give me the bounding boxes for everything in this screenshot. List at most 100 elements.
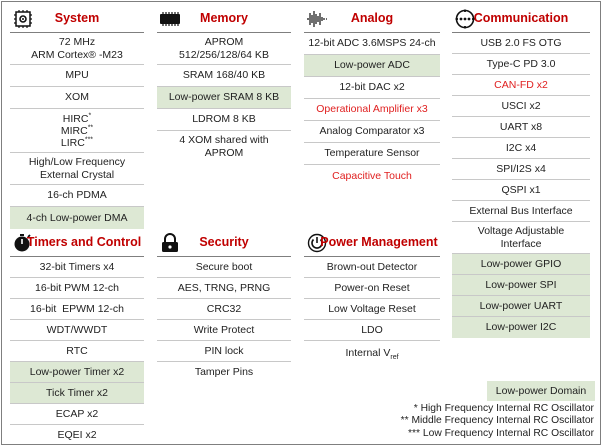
stopwatch-icon — [14, 234, 31, 252]
lirc-mark: *** — [84, 136, 94, 143]
comm-uart: UART x8 — [452, 117, 590, 138]
analog-adc: 12-bit ADC 3.6MSPS 24-ch — [304, 33, 440, 55]
mirc-mark: ** — [87, 124, 94, 131]
vai-line2: Interface — [500, 237, 542, 250]
cpu-core: ARM Cortex® -M23 — [31, 48, 123, 61]
memory-header: Memory — [157, 7, 291, 33]
analog-cap-touch: Capacitive Touch — [332, 169, 412, 182]
vai-line1: Voltage Adjustable — [477, 224, 565, 237]
system-lp-dma: 4-ch Low-power DMA — [10, 207, 144, 229]
cpu-speed: 72 MHz — [58, 35, 96, 48]
timers-epwm: 16-bit EPWM 12-ch — [10, 299, 144, 320]
timers-pwm: 16-bit PWM 12-ch — [10, 278, 144, 299]
power-bod: Brown-out Detector — [304, 257, 440, 278]
comm-ebi: External Bus Interface — [452, 201, 590, 222]
security-tamper: Tamper Pins — [194, 366, 254, 378]
comm-usci: USCI x2 — [452, 96, 590, 117]
timers-32bit: 32-bit Timers x4 — [10, 257, 144, 278]
system-header: System — [10, 7, 144, 33]
analog-comparator: Analog Comparator x3 — [304, 121, 440, 143]
timers-tick-timer: Tick Timer x2 — [10, 383, 144, 404]
hirc-label: HIRC — [62, 112, 89, 125]
communication-title: Communication — [473, 11, 569, 25]
comm-spi-i2s: SPI/I2S x4 — [452, 159, 590, 180]
power-section: Power Management Brown-out Detector Powe… — [304, 231, 440, 365]
security-secure-boot: Secure boot — [157, 257, 291, 278]
timers-wdt: WDT/WWDT — [10, 320, 144, 341]
footnote-mirc: ** Middle Frequency Internal RC Oscillat… — [400, 415, 594, 427]
comm-qspi: QSPI x1 — [452, 180, 590, 201]
memory-sram: SRAM 168/40 KB — [157, 65, 291, 87]
comm-lp-uart: Low-power UART — [452, 296, 590, 317]
comm-lp-i2c: Low-power I2C — [452, 317, 590, 338]
vref-subscript: ref — [390, 353, 399, 361]
memory-lp-sram: Low-power SRAM 8 KB — [157, 87, 291, 109]
padlock-icon — [162, 233, 178, 252]
chip-gear-icon — [14, 10, 32, 28]
memory-title: Memory — [200, 11, 248, 25]
system-pdma: 16-ch PDMA — [10, 185, 144, 207]
analog-temp-sensor: Temperature Sensor — [304, 143, 440, 165]
security-section: Security Secure boot AES, TRNG, PRNG CRC… — [157, 231, 291, 383]
waveform-icon — [307, 11, 327, 27]
timers-rtc: RTC — [10, 341, 144, 362]
crystal-line1: High/Low Frequency — [28, 155, 126, 168]
xom-line1: 4 XOM shared with — [179, 134, 269, 146]
footnote-lirc: *** Low Frequency Internal RC Oscillator — [408, 427, 594, 439]
lirc-label: LIRC — [60, 136, 85, 149]
analog-section: Analog 12-bit ADC 3.6MSPS 24-ch Low-powe… — [304, 7, 440, 187]
communication-section: Communication USB 2.0 FS OTG Type-C PD 3… — [452, 7, 590, 338]
timers-title: Timers and Control — [26, 235, 142, 249]
vref-label: Internal V — [345, 346, 391, 359]
comm-lp-gpio: Low-power GPIO — [452, 254, 590, 275]
network-gear-icon — [455, 9, 475, 29]
power-por: Power-on Reset — [304, 278, 440, 299]
power-icon — [307, 233, 327, 253]
system-title: System — [54, 11, 100, 25]
system-rc-oscillators: HIRC* MIRC** LIRC*** — [10, 109, 144, 153]
communication-header: Communication — [452, 7, 590, 33]
mirc-label: MIRC — [60, 124, 88, 137]
comm-usb: USB 2.0 FS OTG — [452, 33, 590, 54]
timers-header: Timers and Control — [10, 231, 144, 257]
timers-eqei: EQEI x2 — [57, 429, 97, 441]
power-title: Power Management — [320, 235, 438, 249]
memory-ldrom: LDROM 8 KB — [157, 109, 291, 131]
timers-ecap: ECAP x2 — [10, 404, 144, 425]
analog-lp-adc: Low-power ADC — [304, 55, 440, 77]
security-title: Security — [199, 235, 249, 249]
security-pin-lock: PIN lock — [157, 341, 291, 362]
power-lvr: Low Voltage Reset — [304, 299, 440, 320]
timers-section: Timers and Control 32-bit Timers x4 16-b… — [10, 231, 144, 446]
comm-typec: Type-C PD 3.0 — [452, 54, 590, 75]
analog-title: Analog — [350, 11, 394, 25]
system-xom: XOM — [10, 87, 144, 109]
comm-lp-spi: Low-power SPI — [452, 275, 590, 296]
memory-chip-icon — [160, 12, 180, 26]
low-power-domain-legend: Low-power Domain — [487, 381, 595, 401]
comm-canfd: CAN-FD x2 — [452, 75, 590, 96]
analog-header: Analog — [304, 7, 440, 33]
analog-dac: 12-bit DAC x2 — [304, 77, 440, 99]
hirc-mark: * — [88, 112, 92, 119]
security-header: Security — [157, 231, 291, 257]
aprom-sizes: 512/256/128/64 KB — [179, 48, 269, 61]
security-crc: CRC32 — [157, 299, 291, 320]
security-crypto: AES, TRNG, PRNG — [157, 278, 291, 299]
security-write-protect: Write Protect — [157, 320, 291, 341]
analog-opamp: Operational Amplifier x3 — [304, 99, 440, 121]
footnotes: * High Frequency Internal RC Oscillator … — [401, 403, 594, 440]
footnote-hirc: * High Frequency Internal RC Oscillator — [413, 403, 594, 414]
crystal-line2: External Crystal — [39, 168, 115, 181]
power-vref: Internal Vref — [304, 341, 440, 365]
comm-i2c: I2C x4 — [452, 138, 590, 159]
aprom-label: APROM — [204, 35, 244, 48]
